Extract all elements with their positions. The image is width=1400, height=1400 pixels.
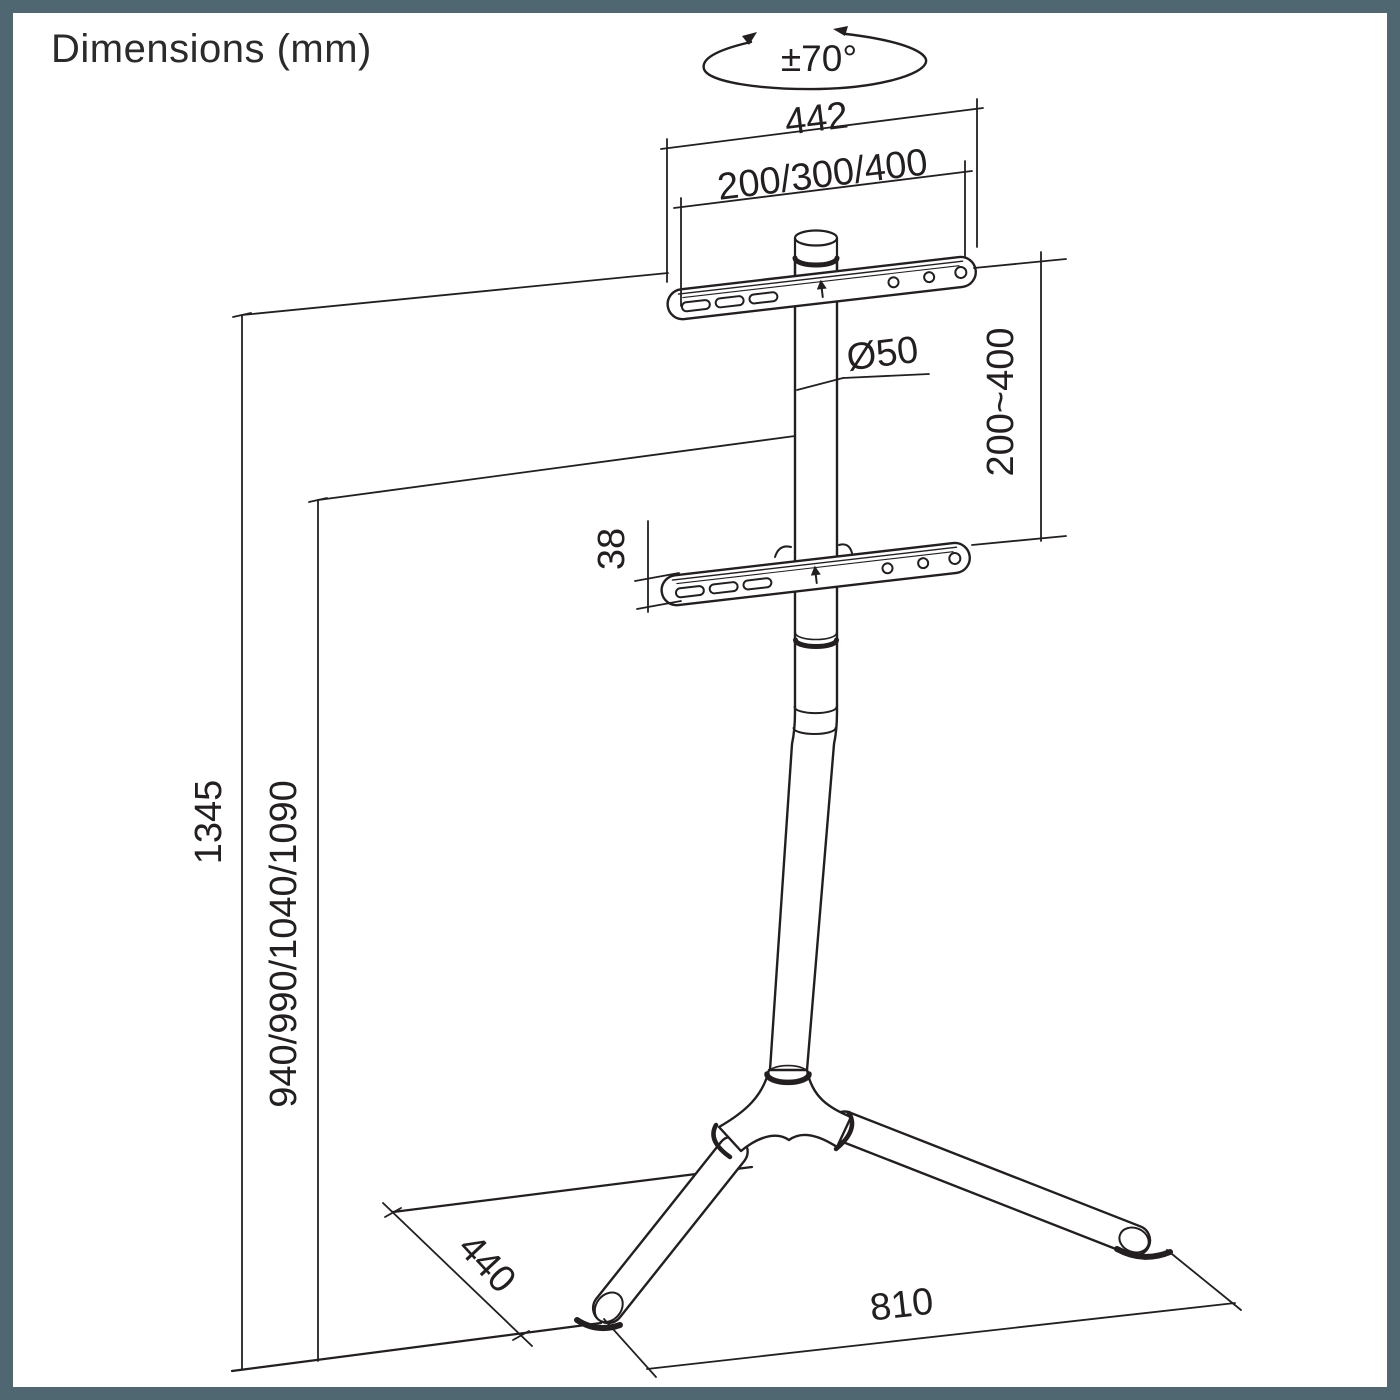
swivel-arrowhead-right <box>833 26 848 36</box>
lower-vesa-bracket <box>658 540 973 609</box>
cap-rim-shade <box>792 255 840 268</box>
swivel-angle-label: ±70° <box>781 38 857 79</box>
leg-root-collar-right <box>833 1110 855 1152</box>
base-foot-cap-left <box>593 1291 624 1323</box>
base-junction-body <box>717 1068 853 1153</box>
dim-bracket-width: 442 <box>660 94 984 283</box>
base-leg-right <box>828 1110 1152 1257</box>
leg-root-collar-left <box>711 1122 733 1160</box>
pole-sleeve-top <box>793 706 838 715</box>
base-collar-shade <box>764 1071 812 1086</box>
base-leg-left <box>591 1135 749 1325</box>
dim-vesa-height-range: 200~400 <box>971 251 1067 546</box>
pole-sleeve-bottom <box>792 727 837 735</box>
pole-joint-ring-line <box>794 632 838 641</box>
dim-vesa-height-range-label: 200~400 <box>980 328 1022 477</box>
pole-top-cap <box>792 229 840 278</box>
dim-base-depth: 440 <box>382 1202 533 1347</box>
floor-plane <box>230 1165 754 1373</box>
stand-base <box>574 1064 1173 1332</box>
swivel-indicator: ±70° <box>702 26 928 91</box>
foot-shadow-right <box>1114 1246 1173 1260</box>
dim-base-width: 810 <box>603 1249 1242 1378</box>
dim-screen-center-height: 940/990/1040/1090 <box>263 435 796 1362</box>
dim-overall-height-label: 1345 <box>188 780 230 865</box>
swivel-arrowhead-left <box>742 32 757 45</box>
dim-pole-diameter-label: Ø50 <box>844 329 920 379</box>
dim-pole-diameter: Ø50 <box>796 329 930 391</box>
pole-joint-ring-shade <box>793 637 839 649</box>
page-title: Dimensions (mm) <box>51 27 372 71</box>
dim-bracket-thickness: 38 <box>591 520 682 613</box>
dim-screen-center-height-label: 940/990/1040/1090 <box>263 780 305 1108</box>
stand-pole <box>768 257 853 1072</box>
dim-overall-height: 1345 <box>188 272 669 1370</box>
swivel-arc <box>702 32 928 91</box>
foot-shadow-left <box>574 1317 623 1332</box>
pole-clamp-right <box>838 543 853 554</box>
dim-bracket-thickness-label: 38 <box>591 528 633 570</box>
dim-vesa-width-label: 200/300/400 <box>715 141 930 208</box>
pole-clamp-left <box>774 545 792 558</box>
base-collar-line <box>766 1064 810 1075</box>
dim-base-depth-label: 440 <box>450 1226 524 1301</box>
tv-stand-dimension-drawing: ±70° 442 200/300/400 Ø50 <box>188 26 1242 1378</box>
dim-bracket-width-label: 442 <box>783 94 851 143</box>
dim-base-width-label: 810 <box>868 1281 936 1330</box>
